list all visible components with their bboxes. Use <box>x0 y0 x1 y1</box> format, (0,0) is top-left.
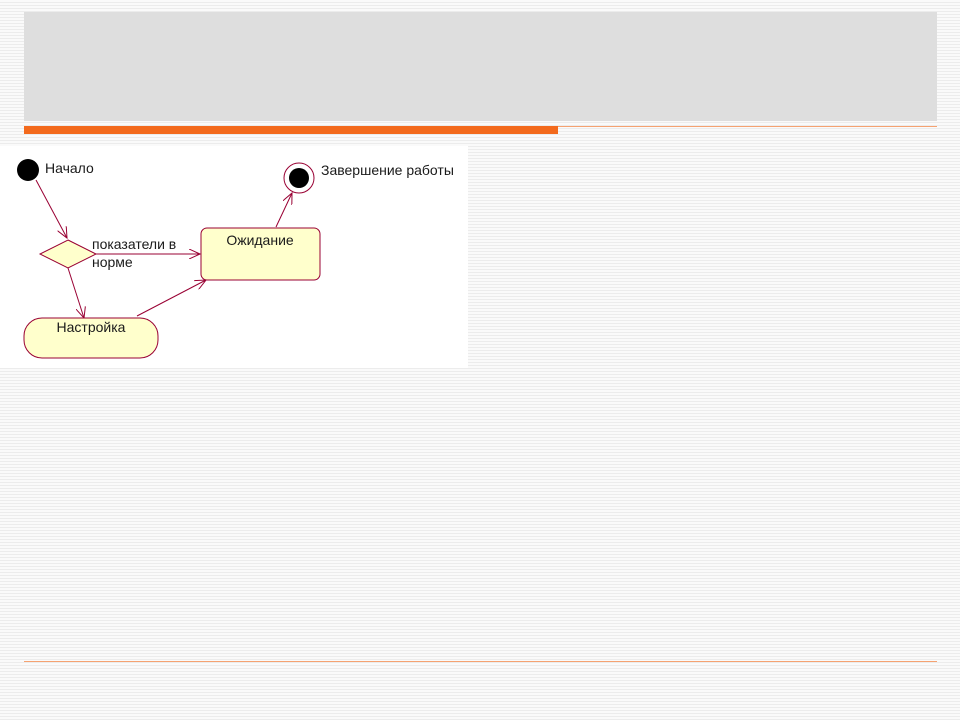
guard-label-line2: норме <box>92 254 133 270</box>
initial-state-node <box>17 159 39 181</box>
end-label: Завершение работы <box>321 162 454 178</box>
state-setup-label: Настройка <box>57 319 126 335</box>
decision-diamond <box>38 239 98 269</box>
title-accent-line <box>558 126 937 127</box>
transition-setup-to-waiting <box>136 280 206 317</box>
transition-waiting-to-end <box>275 193 292 228</box>
start-label: Начало <box>45 160 94 176</box>
final-state-node <box>289 168 309 188</box>
state-diagram: Начало Завершение работы показатели в но… <box>17 159 454 359</box>
footer-accent-line <box>24 661 937 662</box>
state-waiting-label: Ожидание <box>226 232 294 248</box>
slide-title-band <box>24 12 937 121</box>
state-setup <box>23 317 159 359</box>
transition-decision-to-setup <box>67 267 84 318</box>
guard-label-line1: показатели в <box>92 236 176 252</box>
transition-start-to-decision <box>35 179 67 238</box>
state-waiting <box>200 227 321 281</box>
title-accent-bar <box>24 126 558 134</box>
state-diagram-panel: Начало Завершение работы показатели в но… <box>0 146 468 368</box>
